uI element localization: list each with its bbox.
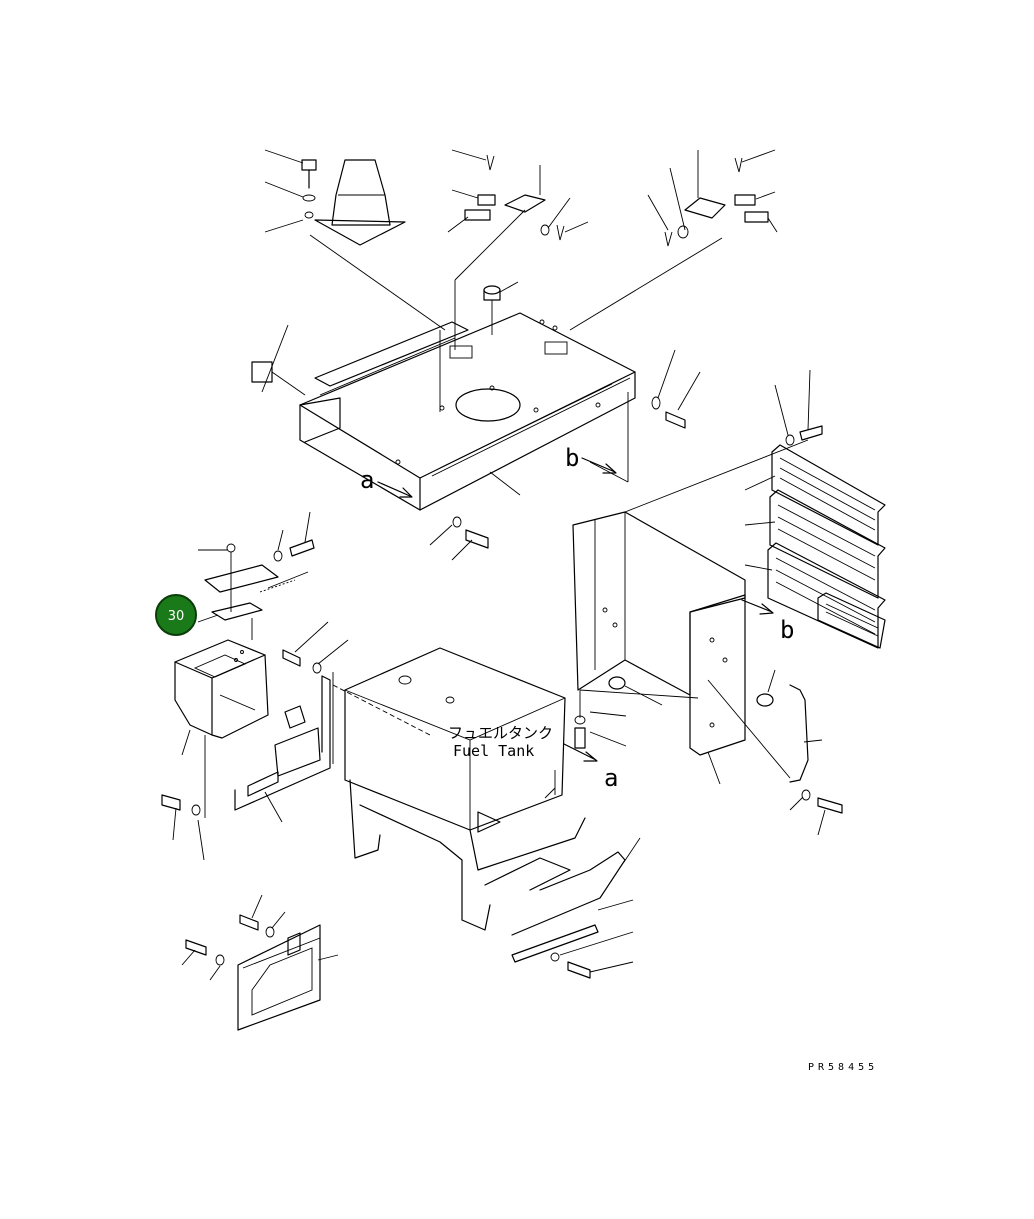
grille-middle xyxy=(769,489,886,599)
side-frame xyxy=(572,439,809,785)
top-center-hinge xyxy=(447,149,589,350)
tank-mount-bolt xyxy=(563,690,627,762)
switch-cover-assembly xyxy=(197,511,315,640)
grille-bottom xyxy=(817,592,886,649)
fuel-tank-label-jp: フュエルタンク xyxy=(448,724,553,742)
battery-box xyxy=(174,639,269,818)
frame-bottom-bolts xyxy=(261,324,521,561)
support-rod xyxy=(707,669,843,836)
fuel-tank xyxy=(332,647,586,931)
shift-lever-boot xyxy=(309,159,446,412)
plug xyxy=(483,281,519,335)
view-label-a-right: a xyxy=(604,764,618,792)
view-label-b-right: b xyxy=(780,616,794,644)
tank-bracket-lower xyxy=(511,837,641,979)
grille-upper xyxy=(771,444,886,546)
frame-right-bolts xyxy=(651,349,701,429)
callout-marker-30[interactable]: 30 xyxy=(155,594,197,636)
battery-bracket xyxy=(234,621,349,823)
callout-circle[interactable] xyxy=(155,594,197,636)
view-label-b-top: b xyxy=(565,444,579,472)
top-right-hinge xyxy=(569,149,778,331)
view-arrows-top xyxy=(377,457,617,498)
drawing-code: PR58455 xyxy=(808,1062,878,1073)
view-arrow-b-right xyxy=(741,599,774,615)
left-lower-bolts xyxy=(161,794,205,861)
callout-number[interactable]: 30 xyxy=(168,609,185,624)
view-label-a-top: a xyxy=(360,466,374,494)
top-left-bolts xyxy=(264,149,317,233)
bottom-cover-plate xyxy=(181,894,339,1031)
grille-leaders xyxy=(744,369,823,571)
fuel-tank-label-en: Fuel Tank xyxy=(453,742,534,760)
grille-lower xyxy=(767,542,886,649)
floor-frame xyxy=(251,312,636,511)
